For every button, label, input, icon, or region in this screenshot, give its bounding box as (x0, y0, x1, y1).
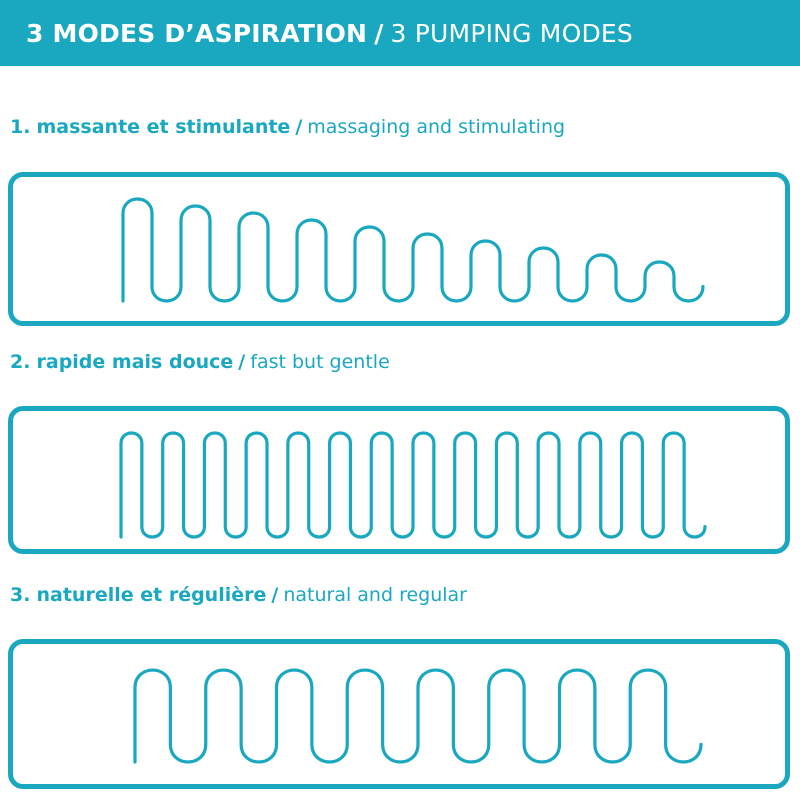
mode-1-number: 1. (10, 116, 31, 138)
mode-1-waveform (121, 197, 705, 303)
mode-2-wave-box (8, 406, 790, 554)
mode-2-number: 2. (10, 351, 31, 373)
mode-1-wave-box (8, 172, 790, 326)
mode-3-wave-box (8, 639, 790, 789)
mode-3-label-fr: naturelle et régulière (36, 584, 267, 606)
mode-3-label: 3. naturelle et régulière/natural and re… (10, 584, 467, 606)
mode-1-label-en: massaging and stimulating (307, 116, 566, 138)
mode-1-label: 1. massante et stimulante/massaging and … (10, 116, 565, 138)
header-title-en: 3 PUMPING MODES (390, 18, 633, 48)
mode-1-separator: / (295, 116, 303, 138)
mode-2-label-fr: rapide mais douce (36, 351, 234, 373)
mode-2-label: 2. rapide mais douce/fast but gentle (10, 351, 390, 373)
mode-2-label-en: fast but gentle (250, 351, 390, 373)
mode-3-separator: / (271, 584, 279, 606)
mode-1-wave-line (121, 197, 705, 303)
mode-1-label-fr: massante et stimulante (36, 116, 291, 138)
header-separator: / (374, 18, 384, 48)
mode-3-label-en: natural and regular (283, 584, 467, 606)
mode-2-wave-line (119, 431, 707, 539)
mode-3-wave-line (133, 668, 703, 764)
header-title-fr: 3 MODES D’ASPIRATION (26, 18, 368, 48)
mode-2-waveform (119, 431, 707, 539)
mode-2-separator: / (238, 351, 246, 373)
header-banner: 3 MODES D’ASPIRATION / 3 PUMPING MODES (0, 0, 800, 66)
mode-3-waveform (133, 668, 703, 764)
mode-3-number: 3. (10, 584, 31, 606)
